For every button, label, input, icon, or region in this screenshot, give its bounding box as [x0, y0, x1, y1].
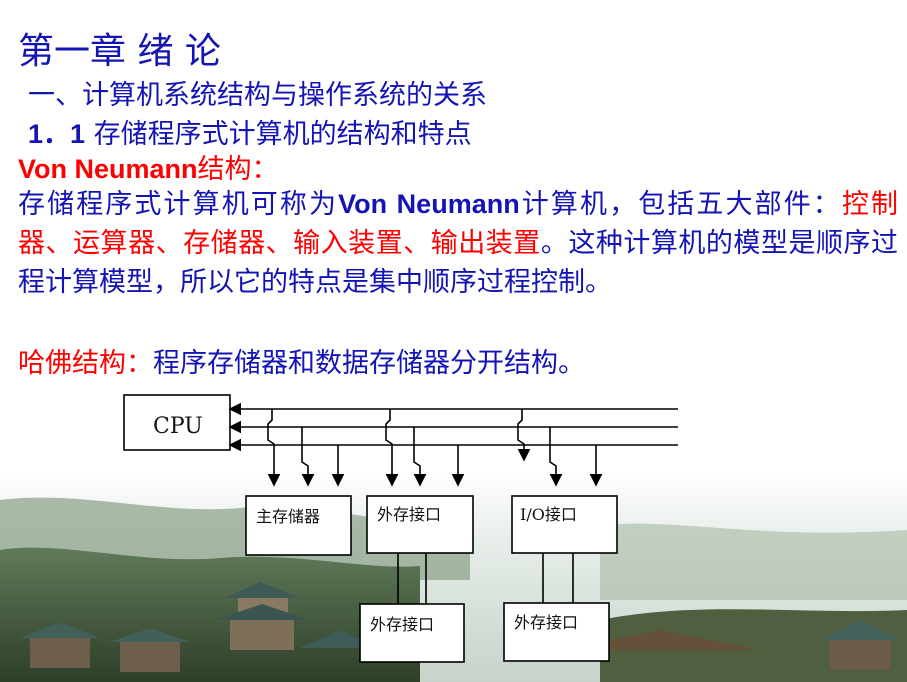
cpu-box	[123, 394, 231, 451]
bus-drop-main-1	[267, 409, 281, 487]
ext-interface-bottom-left-box	[359, 603, 465, 663]
von-neumann-heading: Von Neumann结构：	[18, 147, 279, 186]
harvard-line: 哈佛结构：程序存储器和数据存储器分开结构。	[18, 341, 585, 380]
von-neumann-paragraph: 存储程序式计算机可称为Von Neumann计算机，包括五大部件：控制器、运算器…	[18, 185, 898, 302]
bus-drop-io-2	[549, 427, 563, 487]
paragraph-part5: 。这种计算机的模型是顺序过程计算模型，所以它的特点是集中顺序过程控制。	[18, 228, 899, 298]
main-memory-box	[245, 495, 352, 556]
von-neumann-heading-zh: 结构：	[197, 154, 279, 185]
io-interface-box	[511, 495, 618, 554]
ext-interface-bottom-right-box	[503, 602, 610, 662]
paragraph-part3: 计算机，包括五大部件：	[519, 189, 842, 220]
paragraph-von-neumann: Von Neumann	[338, 189, 520, 219]
bus-drop-io-1	[517, 409, 531, 462]
bus-drop-main-2	[301, 427, 315, 487]
main-memory-label: 主存储器	[256, 507, 320, 526]
paragraph-part1: 存储程序式计算机可称为	[18, 189, 339, 220]
harvard-label: 哈佛结构：	[18, 348, 153, 379]
bus-drop-ext-2	[413, 427, 427, 487]
ext-interface-bottom-left-label: 外存接口	[370, 615, 434, 634]
von-neumann-heading-en: Von Neumann	[18, 154, 198, 184]
ext-interface-top-box	[366, 495, 474, 554]
bus-drop-ext-1	[385, 409, 399, 487]
slide-title: 第一章 绪 论	[18, 31, 221, 72]
ext-interface-top-label: 外存接口	[377, 505, 441, 524]
io-interface-label: I/O接口	[520, 505, 577, 524]
harvard-text: 程序存储器和数据存储器分开结构。	[153, 348, 585, 379]
section-heading: 一、计算机系统结构与操作系统的关系	[28, 80, 487, 111]
subsection-title: 存储程序式计算机的结构和特点	[93, 119, 472, 150]
paragraph-components: 控制器、运算器、存储器、输入装置、输出装置	[18, 189, 899, 259]
cpu-label: CPU	[153, 414, 203, 439]
subsection-heading: 1．1 存储程序式计算机的结构和特点	[28, 112, 472, 151]
subsection-number: 1．1	[28, 119, 86, 149]
ext-interface-bottom-right-label: 外存接口	[514, 613, 578, 632]
